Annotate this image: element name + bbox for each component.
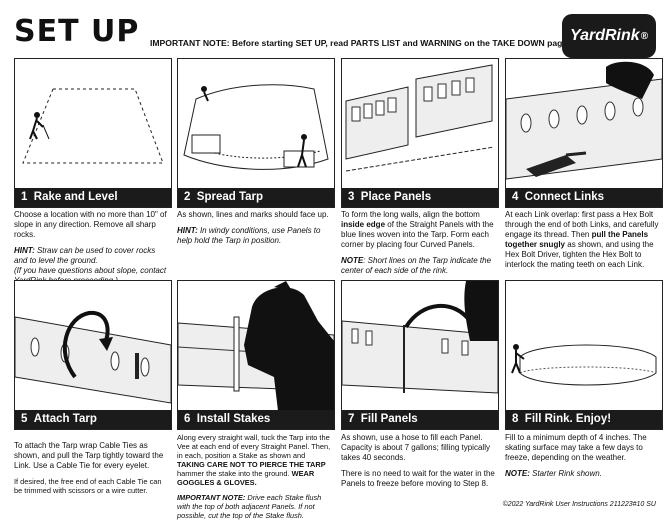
step-1-illustration: 1 Rake and Level	[14, 58, 172, 208]
fill-rink-drawing	[511, 344, 657, 386]
step-2-illustration: 2 Spread Tarp	[177, 58, 335, 208]
step-7-title-bar: 7 Fill Panels	[342, 410, 498, 429]
step-6-body: Along every straight wall, tuck the Tarp…	[177, 433, 331, 487]
step-2-body: As shown, lines and marks should face up…	[177, 210, 329, 219]
step-5-body: To attach the Tarp wrap Cable Ties as sh…	[14, 441, 164, 470]
rake-and-level-drawing	[22, 88, 164, 164]
install-stakes-drawing	[178, 281, 334, 411]
step-2-title-bar: 2 Spread Tarp	[178, 188, 334, 207]
step-1-body: Choose a location with no more than 10" …	[14, 210, 167, 239]
logo-registered-mark: ®	[640, 30, 649, 42]
step-2-description: As shown, lines and marks should face up…	[177, 210, 333, 252]
step-4-body: At each Link overlap: first pass a Hex B…	[505, 210, 659, 269]
step-1-title-bar: 1 Rake and Level	[15, 188, 171, 207]
step-6-illustration: 6 Install Stakes	[177, 280, 335, 430]
connect-links-drawing	[506, 61, 662, 180]
step-8-description: Fill to a minimum depth of 4 inches. The…	[505, 433, 661, 485]
step-8-illustration: 8 Fill Rink. Enjoy!	[505, 280, 663, 430]
step-3-body: To form the long walls, align the bottom…	[341, 210, 494, 249]
logo-text: YardRink	[569, 27, 640, 44]
step-5-illustration: 5 Attach Tarp	[14, 280, 172, 430]
step-6-title-bar: 6 Install Stakes	[178, 410, 334, 429]
step-7-extra: There is no need to wait for the water i…	[341, 469, 495, 488]
step-8-body: Fill to a minimum depth of 4 inches. The…	[505, 433, 647, 462]
page-title: SET UP	[14, 14, 140, 49]
attach-tarp-drawing	[15, 310, 171, 404]
step-5-description: To attach the Tarp wrap Cable Ties as sh…	[14, 441, 170, 501]
step-7-body: As shown, use a hose to fill each Panel.…	[341, 433, 490, 462]
step-3-title-bar: 3 Place Panels	[342, 188, 498, 207]
step-7-illustration: 7 Fill Panels	[341, 280, 499, 430]
step-4-description: At each Link overlap: first pass a Hex B…	[505, 210, 661, 276]
step-5-title-bar: 5 Attach Tarp	[15, 410, 171, 429]
copyright-footer: ©2022 YardRink User Instructions 211223#…	[502, 501, 656, 508]
step-7-description: As shown, use a hose to fill each Panel.…	[341, 433, 497, 495]
step-5-extra: If desired, the free end of each Cable T…	[14, 477, 162, 495]
step-6-description: Along every straight wall, tuck the Tarp…	[177, 433, 333, 526]
step-8-note: NOTE: Starter Rink shown.	[505, 469, 602, 478]
place-panels-drawing	[345, 64, 495, 172]
step-2-hint: HINT: In windy conditions, use Panels to…	[177, 226, 321, 245]
step-3-note: NOTE: Short lines on the Tarp indicate t…	[341, 256, 492, 275]
step-4-illustration: 4 Connect Links	[505, 58, 663, 208]
step-8-title-bar: 8 Fill Rink. Enjoy!	[506, 410, 662, 429]
important-note: IMPORTANT NOTE: Before starting SET UP, …	[150, 38, 570, 48]
step-3-illustration: 3 Place Panels	[341, 58, 499, 208]
spread-tarp-drawing	[183, 84, 329, 170]
step-4-title-bar: 4 Connect Links	[506, 188, 662, 207]
fill-panels-drawing	[342, 281, 498, 394]
step-3-description: To form the long walls, align the bottom…	[341, 210, 497, 282]
step-6-hint: IMPORTANT NOTE: Drive each Stake flush w…	[177, 493, 322, 520]
yardrink-logo: YardRink®	[562, 14, 656, 58]
